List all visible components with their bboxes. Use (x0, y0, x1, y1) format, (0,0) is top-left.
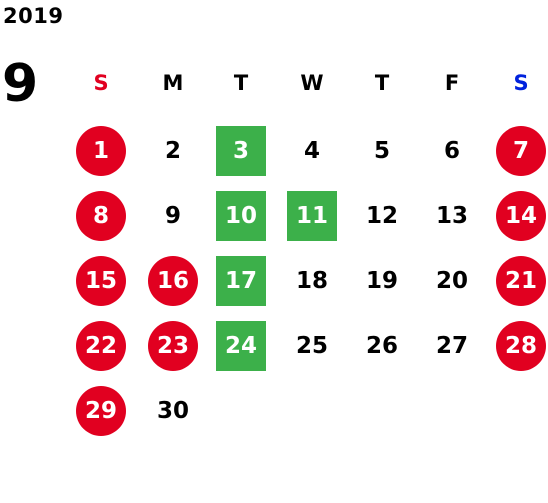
weekday-wednesday: W (300, 71, 324, 95)
day-cell: 23 (148, 321, 198, 371)
week-row: 29 30 (0, 386, 548, 436)
week-row: 22 23 24 25 26 27 28 (0, 321, 548, 371)
day-cell: 20 (435, 268, 468, 294)
weekday-tuesday: T (233, 71, 249, 95)
day-cell: 8 (76, 191, 126, 241)
day-cell: 14 (496, 191, 546, 241)
month-number: 9 (2, 54, 39, 114)
day-cell: 6 (443, 138, 460, 164)
day-cell: 12 (365, 203, 398, 229)
weekday-friday: F (444, 71, 460, 95)
weekday-thursday: T (374, 71, 390, 95)
day-cell: 15 (76, 256, 126, 306)
day-cell: 2 (164, 138, 181, 164)
day-cell: 27 (435, 333, 468, 359)
day-cell: 17 (216, 256, 266, 306)
weekday-monday: M (162, 71, 184, 95)
day-cell: 19 (365, 268, 398, 294)
week-row: 15 16 17 18 19 20 21 (0, 256, 548, 306)
day-cell: 26 (365, 333, 398, 359)
day-cell: 7 (496, 126, 546, 176)
weekday-saturday: S (513, 71, 529, 95)
day-cell: 25 (295, 333, 328, 359)
day-cell: 13 (435, 203, 468, 229)
week-row: 1 2 3 4 5 6 7 (0, 126, 548, 176)
day-cell: 1 (76, 126, 126, 176)
day-cell: 29 (76, 386, 126, 436)
year-label: 2019 (3, 4, 64, 28)
day-cell: 9 (164, 203, 181, 229)
day-cell: 16 (148, 256, 198, 306)
day-cell: 18 (295, 268, 328, 294)
day-cell: 28 (496, 321, 546, 371)
day-cell: 30 (156, 398, 189, 424)
day-cell: 21 (496, 256, 546, 306)
day-cell: 10 (216, 191, 266, 241)
weekday-sunday: S (93, 71, 109, 95)
day-cell: 3 (216, 126, 266, 176)
day-cell: 11 (287, 191, 337, 241)
day-cell: 5 (373, 138, 390, 164)
day-cell: 22 (76, 321, 126, 371)
day-cell: 24 (216, 321, 266, 371)
week-row: 8 9 10 11 12 13 14 (0, 191, 548, 241)
day-cell: 4 (303, 138, 320, 164)
weekday-header: S M T W T F S (0, 58, 548, 108)
